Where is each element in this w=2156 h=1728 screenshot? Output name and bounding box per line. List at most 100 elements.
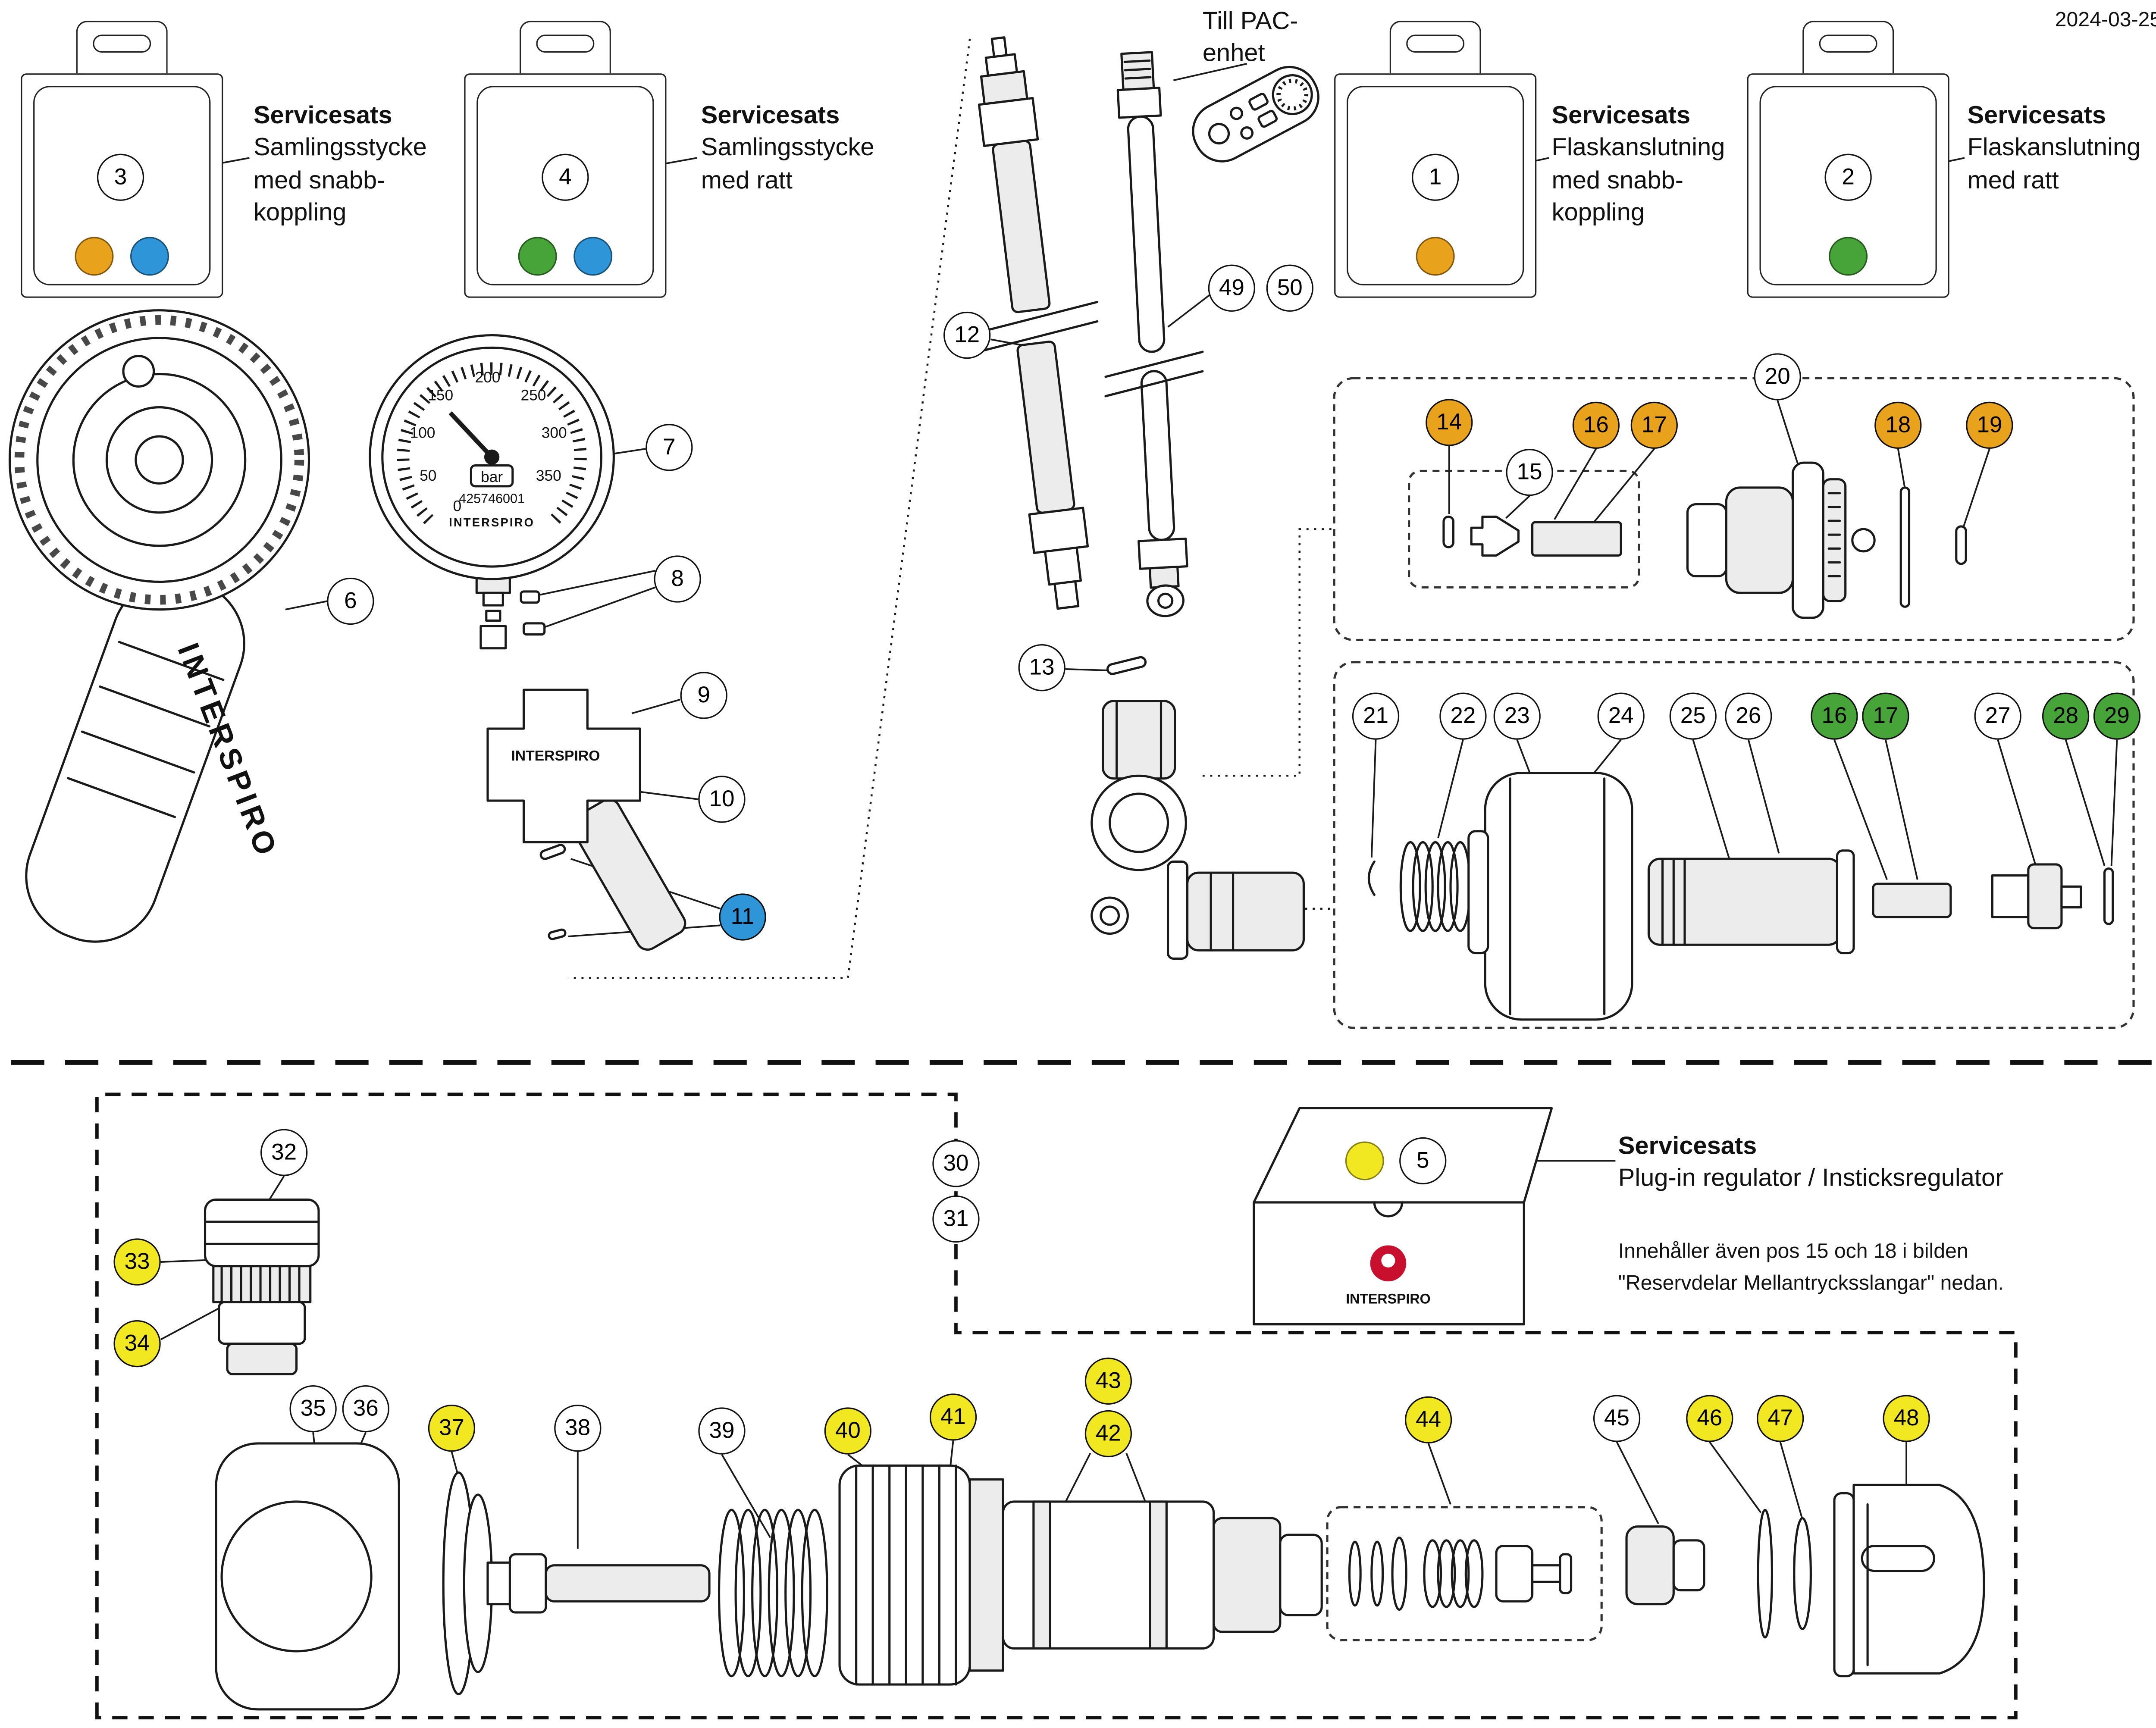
callout-17: 17 (1862, 692, 1909, 740)
kit-color-dot (130, 237, 169, 276)
kit-color-dot (1829, 237, 1868, 276)
kit-color-dots (1345, 1141, 1384, 1180)
kit-5-note: Innehåller även pos 15 och 18 i bilden "… (1618, 1240, 2004, 1295)
callout-1: 1 (1412, 153, 1459, 201)
callout-39: 39 (698, 1407, 746, 1455)
package-hang-tab (76, 21, 168, 74)
quick-coupler (204, 1198, 320, 1375)
package-blister (1759, 86, 1937, 285)
kit-title: Servicesats (1967, 101, 2106, 129)
kit-2-label: Servicesats Flaskanslutning med ratt (1967, 100, 2140, 197)
callout-14: 14 (1426, 399, 1473, 446)
pac-hose (1116, 51, 1188, 617)
gauge-tick-label: 50 (420, 467, 436, 484)
kit-1-label: Servicesats Flaskanslutning med snabb- k… (1552, 100, 1725, 229)
hang-slot (1819, 34, 1877, 53)
kit-4-label: Servicesats Samlingsstycke med ratt (701, 100, 874, 197)
main-spring (718, 1509, 828, 1678)
callout-22: 22 (1439, 692, 1487, 740)
callout-38: 38 (554, 1404, 602, 1452)
pac-connection-label: Till PAC- enhet (1202, 7, 1298, 67)
callout-18: 18 (1874, 401, 1922, 449)
valve-fitting (1991, 863, 2082, 930)
callout-26: 26 (1725, 692, 1772, 740)
o-ring-groove (1032, 1500, 1052, 1650)
gauge-tick-label: 250 (521, 387, 546, 404)
kit-3-label: Servicesats Samlingsstycke med snabb- ko… (254, 100, 427, 229)
gauge-brand-label: INTERSPIRO (449, 516, 535, 529)
o-ring-groove (1149, 1500, 1168, 1650)
gauge-spare-washer (522, 622, 546, 636)
gauge-tick-label: 200 (475, 369, 500, 386)
callout-3: 3 (97, 153, 144, 201)
retaining-pin (548, 928, 567, 940)
callout-47: 47 (1757, 1395, 1804, 1442)
callout-24: 24 (1597, 692, 1645, 740)
callout-2: 2 (1824, 153, 1872, 201)
callout-29: 29 (2093, 692, 2141, 740)
gauge-serial-label: 425746001 (459, 491, 525, 506)
callout-50: 50 (1266, 264, 1313, 312)
nozzle-kit-parts (1442, 515, 1622, 557)
callout-10: 10 (698, 776, 746, 823)
callout-34: 34 (113, 1320, 161, 1368)
callout-28: 28 (2042, 692, 2090, 740)
bottle-connector-parts (1367, 772, 2114, 1021)
callout-16: 16 (1572, 401, 1620, 449)
hang-slot (1406, 34, 1465, 53)
package-blister (33, 86, 211, 285)
sleeve (1531, 521, 1622, 557)
kit-title: Servicesats (701, 101, 840, 129)
plug (1625, 1525, 1705, 1606)
callout-8: 8 (654, 555, 701, 603)
callout-46: 46 (1686, 1395, 1733, 1442)
retaining-clip (1106, 656, 1147, 675)
small-pin (2103, 867, 2114, 925)
callout-30: 30 (932, 1140, 980, 1187)
callout-11: 11 (719, 893, 766, 941)
hose-break-mark (1104, 351, 1204, 398)
callout-41: 41 (929, 1393, 977, 1441)
box-brand-text: INTERSPIRO (1346, 1291, 1430, 1306)
callout-35: 35 (289, 1385, 337, 1433)
kit-color-dot (1416, 237, 1455, 276)
coupling-assembly (1686, 461, 1876, 619)
diaphragm (442, 1471, 514, 1696)
callout-23: 23 (1493, 692, 1541, 740)
callout-36: 36 (342, 1385, 389, 1433)
small-pin (1442, 515, 1455, 548)
gauge-tick-label: 0 (453, 498, 461, 515)
kit-color-dot (1345, 1141, 1384, 1180)
gauge-spare-washer (520, 590, 540, 604)
mp-hose (978, 36, 1089, 610)
callout-17: 17 (1630, 401, 1678, 449)
gauge-tick-label: 100 (410, 424, 435, 441)
small-pin (1955, 525, 1967, 565)
kit-color-dots (1749, 237, 1948, 276)
package-hang-tab (1389, 21, 1481, 74)
callout-9: 9 (680, 672, 727, 719)
valve-internal-parts (1348, 1536, 1573, 1611)
hang-slot (536, 34, 595, 53)
kit-title: Servicesats (1551, 101, 1691, 129)
valve-parts-box (1326, 1506, 1603, 1641)
callout-6: 6 (327, 577, 374, 625)
kit-description: Plug-in regulator / Insticksregulator (1618, 1164, 2004, 1192)
callout-21: 21 (1352, 692, 1400, 740)
kit-description: Samlingsstycke med snabb- koppling (253, 133, 427, 226)
block-brand-text: INTERSPIRO (511, 748, 600, 764)
callout-42: 42 (1084, 1410, 1132, 1458)
callout-43: 43 (1084, 1357, 1132, 1405)
callout-12: 12 (943, 311, 991, 359)
hose-break-mark (977, 301, 1099, 353)
callout-37: 37 (428, 1404, 476, 1452)
nozzle (1470, 515, 1520, 557)
manifold-block: INTERSPIRO (486, 689, 686, 951)
elbow-swivel (1091, 700, 1305, 960)
kit-color-dot (75, 237, 114, 276)
o-ring-large (1757, 1509, 1773, 1639)
